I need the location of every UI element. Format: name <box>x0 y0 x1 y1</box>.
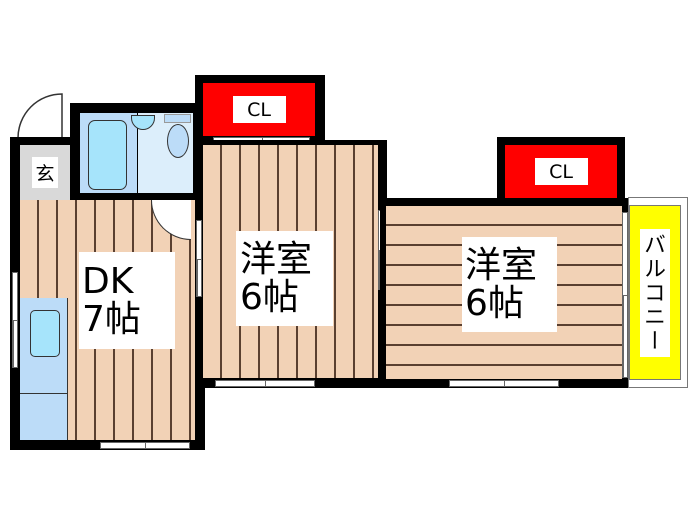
balcony-label: バルコニー <box>640 228 670 357</box>
dk-label: DK 7帖 <box>79 252 175 349</box>
western-room-1-label: 洋室 6帖 <box>236 231 333 326</box>
closet-2: CL <box>505 145 617 198</box>
balcony-door <box>622 212 628 378</box>
closet-1-label: CL <box>232 96 286 123</box>
western-room-2-floor <box>386 206 622 379</box>
western-room-2-label-line2: 6帖 <box>465 282 524 324</box>
toilet-tank-icon <box>164 114 191 123</box>
closet-1: CL <box>203 83 315 136</box>
entrance-label: 玄 <box>32 157 58 188</box>
kitchen-sink-icon <box>30 310 60 357</box>
dk-label-line2: 7帖 <box>82 298 141 340</box>
western-room-1-label-line1: 洋室 <box>240 238 313 280</box>
dk-window-bottom <box>100 442 190 449</box>
closet-2-label: CL <box>534 158 588 185</box>
dk-label-line1: DK <box>82 260 134 302</box>
kitchen-divider <box>20 393 68 394</box>
western-room-2-label: 洋室 6帖 <box>462 237 557 332</box>
toilet-icon <box>167 124 189 158</box>
balcony: バルコニー <box>629 205 681 380</box>
western-room-1-window-bottom <box>215 380 315 387</box>
dk-window-left <box>12 272 18 368</box>
western-room-1-label-line2: 6帖 <box>240 276 299 318</box>
entrance-door-swing <box>17 93 63 139</box>
western-room-1-window-left <box>196 220 202 297</box>
western-room-2-window-bottom <box>449 380 559 387</box>
bathtub-icon <box>88 120 127 190</box>
western-room-2-label-line1: 洋室 <box>465 244 538 286</box>
entrance-area: 玄 <box>20 145 70 200</box>
